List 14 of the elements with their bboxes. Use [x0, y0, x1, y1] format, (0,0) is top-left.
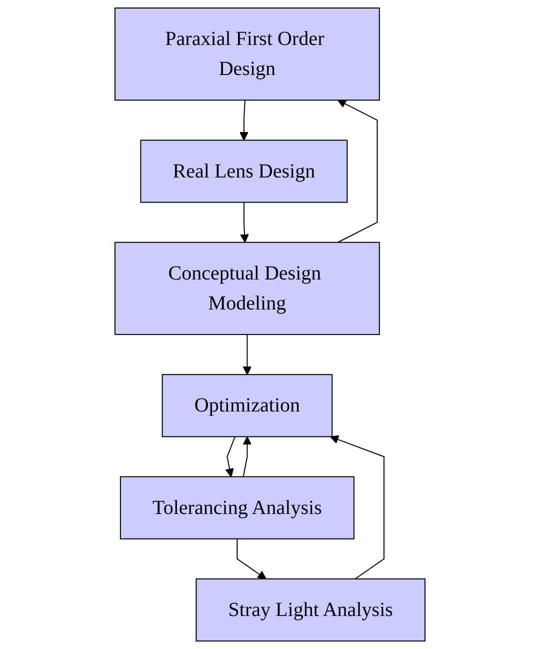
arrow — [236, 538, 266, 580]
node-box: Optimization — [162, 374, 333, 438]
node-box: Stray Light Analysis — [196, 578, 426, 642]
arrow — [337, 100, 378, 243]
arrow — [240, 202, 249, 243]
arrow — [242, 334, 252, 375]
node-box: Real Lens Design — [140, 140, 348, 203]
arrow — [225, 436, 236, 478]
node-box: Conceptual Design Modeling — [114, 242, 380, 336]
node-box: Tolerancing Analysis — [120, 476, 354, 540]
arrow — [242, 436, 252, 478]
arrow — [240, 100, 248, 141]
node-box: Paraxial First Order Design — [114, 8, 380, 101]
arrow — [330, 435, 384, 580]
